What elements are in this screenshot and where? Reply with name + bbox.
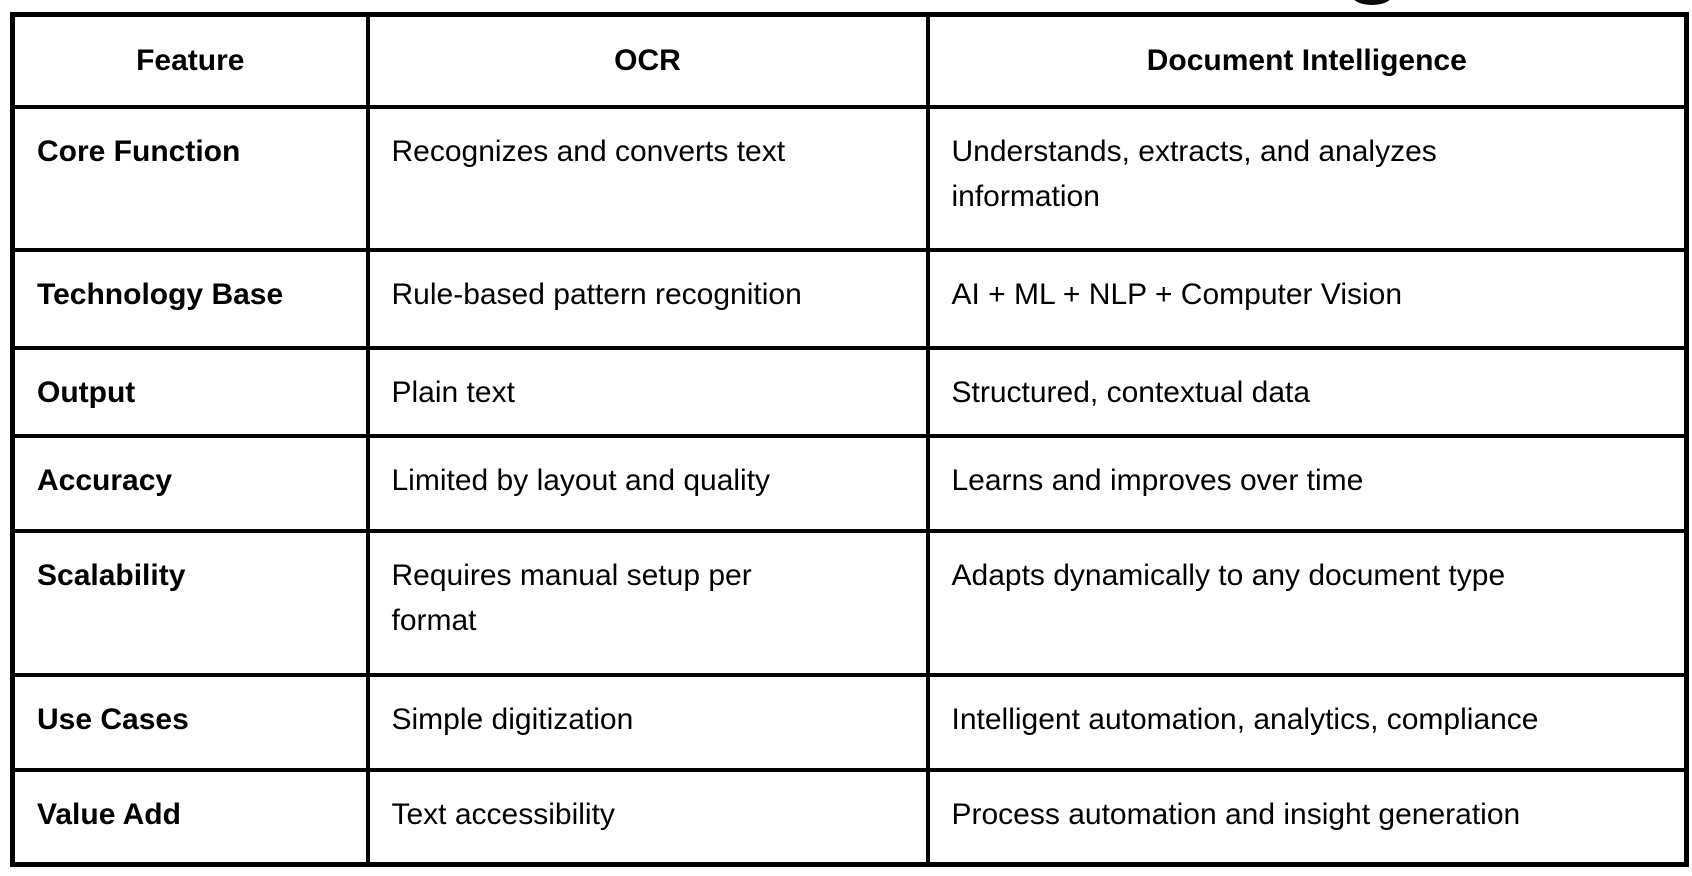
document-intelligence-cell: Adapts dynamically to any document type bbox=[925, 528, 1689, 677]
ocr-cell: Recognizes and converts text bbox=[365, 104, 930, 252]
table-row-accuracy: Accuracy Limited by layout and quality L… bbox=[10, 433, 1689, 533]
document-intelligence-cell: Structured, contextual data bbox=[925, 345, 1689, 438]
table-row-output: Output Plain text Structured, contextual… bbox=[10, 345, 1689, 438]
feature-cell: Accuracy bbox=[10, 433, 370, 533]
document-intelligence-cell: AI + ML + NLP + Computer Vision bbox=[925, 247, 1689, 350]
table-row-value-add: Value Add Text accessibility Process aut… bbox=[10, 767, 1689, 867]
ocr-cell: Rule-based pattern recognition bbox=[365, 247, 930, 350]
feature-cell: Core Function bbox=[10, 104, 370, 252]
ocr-cell: Limited by layout and quality bbox=[365, 433, 930, 533]
cropped-heading-descender-fragment bbox=[1352, 0, 1392, 5]
feature-cell: Scalability bbox=[10, 528, 370, 677]
document-intelligence-cell: Intelligent automation, analytics, compl… bbox=[925, 672, 1689, 772]
comparison-table: Feature OCR Document Intelligence Core F… bbox=[10, 12, 1689, 867]
ocr-cell: Text accessibility bbox=[365, 767, 930, 867]
ocr-cell: Simple digitization bbox=[365, 672, 930, 772]
ocr-cell: Requires manual setup per format bbox=[365, 528, 930, 677]
table-header-row: Feature OCR Document Intelligence bbox=[10, 12, 1689, 109]
table-row-use-cases: Use Cases Simple digitization Intelligen… bbox=[10, 672, 1689, 772]
feature-cell: Technology Base bbox=[10, 247, 370, 350]
ocr-cell: Plain text bbox=[365, 345, 930, 438]
column-header-feature: Feature bbox=[10, 12, 370, 109]
table-row-core-function: Core Function Recognizes and converts te… bbox=[10, 104, 1689, 252]
feature-cell: Use Cases bbox=[10, 672, 370, 772]
feature-cell: Output bbox=[10, 345, 370, 438]
column-header-document-intelligence: Document Intelligence bbox=[925, 12, 1689, 109]
document-intelligence-cell: Process automation and insight generatio… bbox=[925, 767, 1689, 867]
document-intelligence-cell: Understands, extracts, and analyzes info… bbox=[925, 104, 1689, 252]
column-header-ocr: OCR bbox=[365, 12, 930, 109]
document-intelligence-cell: Learns and improves over time bbox=[925, 433, 1689, 533]
feature-cell: Value Add bbox=[10, 767, 370, 867]
table-row-scalability: Scalability Requires manual setup per fo… bbox=[10, 528, 1689, 677]
table-row-technology-base: Technology Base Rule-based pattern recog… bbox=[10, 247, 1689, 350]
